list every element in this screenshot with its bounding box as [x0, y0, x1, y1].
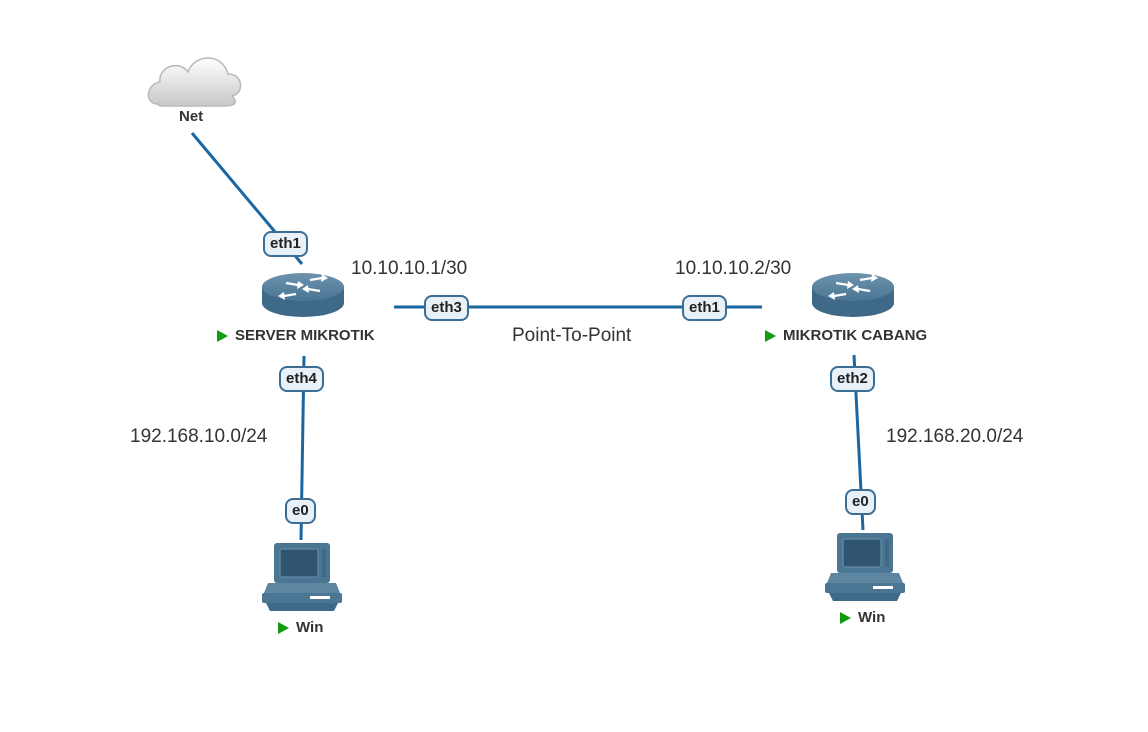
computer-icon[interactable]: [262, 543, 342, 611]
router-icon[interactable]: [812, 273, 894, 317]
router-icon[interactable]: [262, 273, 344, 317]
computer-icon[interactable]: [825, 533, 905, 601]
port-server-eth3[interactable]: eth3: [424, 295, 469, 321]
port-cabang-eth2[interactable]: eth2: [830, 366, 875, 392]
node-label-pc1: Win: [278, 619, 323, 636]
running-status-icon: [217, 329, 228, 342]
running-status-icon: [840, 611, 851, 624]
running-status-icon: [765, 329, 776, 342]
node-label-pc2: Win: [840, 609, 885, 626]
port-cabang-eth1[interactable]: eth1: [682, 295, 727, 321]
port-pc1-e0[interactable]: e0: [285, 498, 316, 524]
note-link-label: Point-To-Point: [512, 325, 632, 346]
note-server-wan-ip: 10.10.10.1/30: [351, 258, 468, 279]
port-server-eth4[interactable]: eth4: [279, 366, 324, 392]
node-label-cabang: MIKROTIK CABANG: [765, 327, 927, 344]
port-server-eth1[interactable]: eth1: [263, 231, 308, 257]
note-lan2: 192.168.20.0/24: [886, 426, 1024, 447]
note-cabang-wan-ip: 10.10.10.2/30: [675, 258, 792, 279]
running-status-icon: [278, 621, 289, 634]
port-pc2-e0[interactable]: e0: [845, 489, 876, 515]
cloud-icon[interactable]: [147, 57, 242, 107]
node-label-server: SERVER MIKROTIK: [217, 327, 375, 344]
note-lan1: 192.168.10.0/24: [130, 426, 268, 447]
node-label-net: Net: [179, 108, 204, 125]
